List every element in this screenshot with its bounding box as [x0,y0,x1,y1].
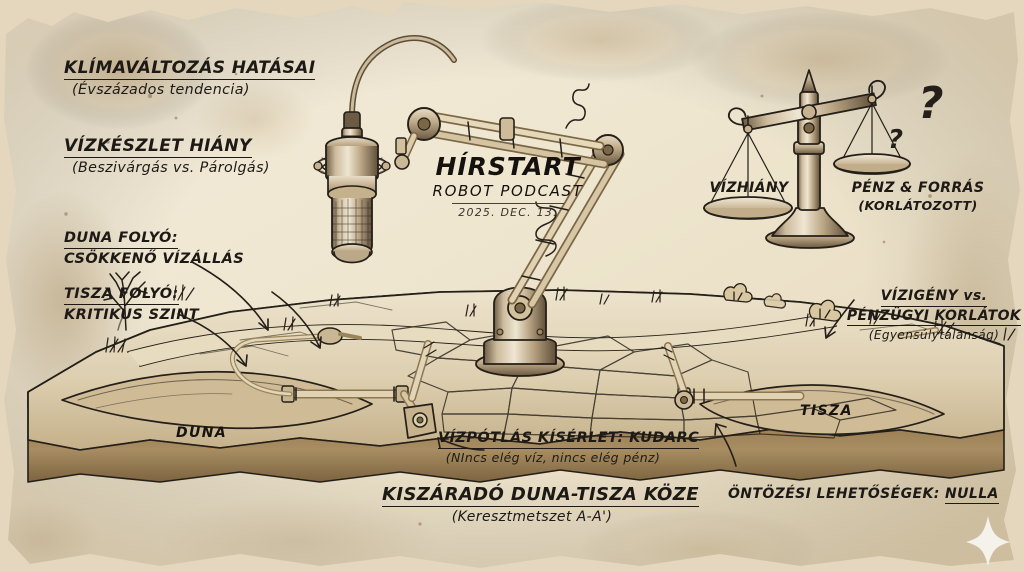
title-rule [452,203,564,205]
label-vizhiany: VÍZHIÁNY [709,180,789,196]
label-danube-river: DUNA FOLYÓ: CSÖKKENŐ VÍZÁLLÁS [64,230,244,268]
question-mark-large: ? [918,78,944,129]
right-pan [833,85,911,175]
podcast-subtitle: ROBOT PODCAST [432,182,584,200]
boom-arm-icon [394,83,625,377]
label-water-deficit: VÍZKÉSZLET HIÁNY (Beszivárgás vs. Párolg… [64,136,270,177]
label-demand-vs-finance: VÍZIGÉNY vs. PÉNZÜGYI KORLÁTOK (Egyensúl… [846,288,1022,342]
label-bottom-sub: (Keresztmetszet A-A') [451,509,613,526]
label-left-pan: VÍZHIÁNY [706,180,792,197]
label-tisza-line1: TISZA FOLYÓ: [64,286,179,306]
label-tisza-channel: TISZA [800,403,853,419]
label-bottom-title: KISZÁRADÓ DUNA-TISZA KÖZE (Keresztmetsze… [382,484,699,526]
label-water-deficit-sub: (Beszivárgás vs. Párolgás) [72,160,270,177]
question-mark-small: ? [888,125,903,155]
label-danube-line1: DUNA FOLYÓ: [64,230,178,250]
label-danube-channel: DUNA [176,425,228,441]
podcast-title: HÍRSTART [435,152,581,181]
label-water-deficit-heading: VÍZKÉSZLET HIÁNY [64,136,252,159]
label-irrigation-value: NULLA [945,486,999,504]
label-irrigation-prefix: ÖNTÖZÉSI LEHETŐSÉGEK: [728,486,945,502]
irrigation-pipes [230,327,939,439]
label-irrigation: ÖNTÖZÉSI LEHETŐSÉGEK: NULLA [728,486,999,504]
label-penz-forras: PÉNZ & FORRÁS [851,180,985,196]
podcast-date: 2025. DEC. 13. [458,206,558,220]
label-right-pan: PÉNZ & FORRÁS (KORLÁTOZOTT) [838,180,998,213]
label-danube-line2: CSÖKKENŐ VÍZÁLLÁS [64,251,245,268]
microphone-icon [313,35,457,264]
dry-bushes [723,282,842,322]
label-tisza-river: TISZA FOLYÓ: KRITIKUS SZINT [64,286,199,324]
sparkle-icon [966,516,1010,566]
label-demand-line2: PÉNZÜGYI KORLÁTOK [846,308,1022,327]
label-climate-heading: KLÍMAVÁLTOZÁS HATÁSAI [64,58,316,81]
label-korlatozott: (KORLÁTOZOTT) [858,197,978,213]
label-demand-line1: VÍZIGÉNY vs. [880,288,988,307]
label-refill-attempt: VÍZPÓTLÁS KÍSÉRLET: KUDARC (NIncs elég v… [438,430,700,466]
annotation-arrows [177,261,855,467]
label-bottom-heading: KISZÁRADÓ DUNA-TISZA KÖZE [382,484,699,508]
label-climate-sub: (Évszázados tendencia) [72,82,250,99]
balance-scale-icon [703,69,911,249]
podcast-title-block: HÍRSTART ROBOT PODCAST 2025. DEC. 13. [418,152,598,219]
label-tisza-line2: KRITIKUS SZINT [64,307,200,324]
label-climate-change: KLÍMAVÁLTOZÁS HATÁSAI (Évszázados tenden… [64,58,316,99]
label-demand-sub: (Egyensúlytalanság) [868,328,1000,343]
label-refill-sub: (NIncs elég víz, nincs elég pénz) [445,450,661,466]
question-marks: ? ? [888,78,944,155]
left-pan [703,115,793,220]
label-refill-heading: VÍZPÓTLÁS KÍSÉRLET: KUDARC [438,430,700,450]
dead-tree-icon [103,271,148,331]
